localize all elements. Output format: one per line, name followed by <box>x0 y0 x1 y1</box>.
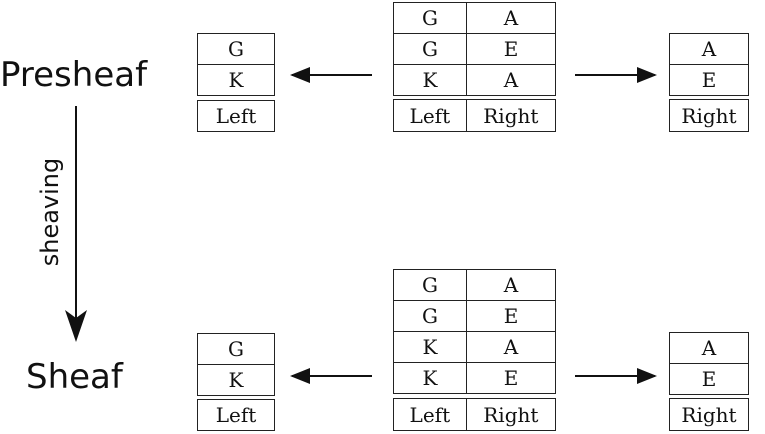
presheaf-left-header: Left <box>197 100 275 132</box>
cell: K <box>197 64 275 96</box>
cell: A <box>669 332 749 364</box>
header-cell: Right <box>465 100 555 131</box>
cell: A <box>669 33 749 65</box>
header-cell: Left <box>215 104 257 128</box>
header-cell: Right <box>465 399 555 430</box>
sheaf-label: Sheaf <box>26 357 123 397</box>
sheaving-arrowhead <box>65 310 87 342</box>
cell: G <box>393 2 467 34</box>
cell: E <box>669 64 749 96</box>
cell: G <box>393 269 467 301</box>
sheaf-middle-header: Left Right <box>393 398 556 431</box>
cell: A <box>466 269 556 301</box>
cell: E <box>466 362 556 394</box>
cell: E <box>466 300 556 332</box>
header-cell: Right <box>681 402 737 427</box>
cell: K <box>393 331 467 363</box>
sheaf-left-table: G K <box>197 333 275 396</box>
presheaf-left-table: G K <box>197 33 275 96</box>
presheaf-right-table: A E <box>669 33 749 96</box>
cell: K <box>393 362 467 394</box>
presheaf-middle-header: Left Right <box>393 99 556 132</box>
sheaf-middle-table: G A G E K A K E <box>393 269 556 394</box>
cell: E <box>669 363 749 395</box>
cell: A <box>466 64 556 96</box>
header-cell: Right <box>681 103 737 128</box>
cell: K <box>393 64 467 96</box>
presheaf-label: Presheaf <box>0 55 148 95</box>
header-cell: Left <box>409 103 451 128</box>
cell: A <box>466 331 556 363</box>
cell: K <box>197 364 275 396</box>
cell: E <box>466 33 556 65</box>
header-cell: Left <box>215 403 257 427</box>
sheaf-left-header: Left <box>197 399 275 431</box>
cell: G <box>197 333 275 365</box>
presheaf-right-header: Right <box>669 99 749 132</box>
presheaf-middle-table: G A G E K A <box>393 2 556 96</box>
cell: A <box>466 2 556 34</box>
cell: G <box>197 33 275 65</box>
sheaf-right-table: A E <box>669 332 749 395</box>
cell: G <box>393 33 467 65</box>
header-cell: Left <box>409 402 451 427</box>
cell: G <box>393 300 467 332</box>
sheaf-right-header: Right <box>669 398 749 431</box>
